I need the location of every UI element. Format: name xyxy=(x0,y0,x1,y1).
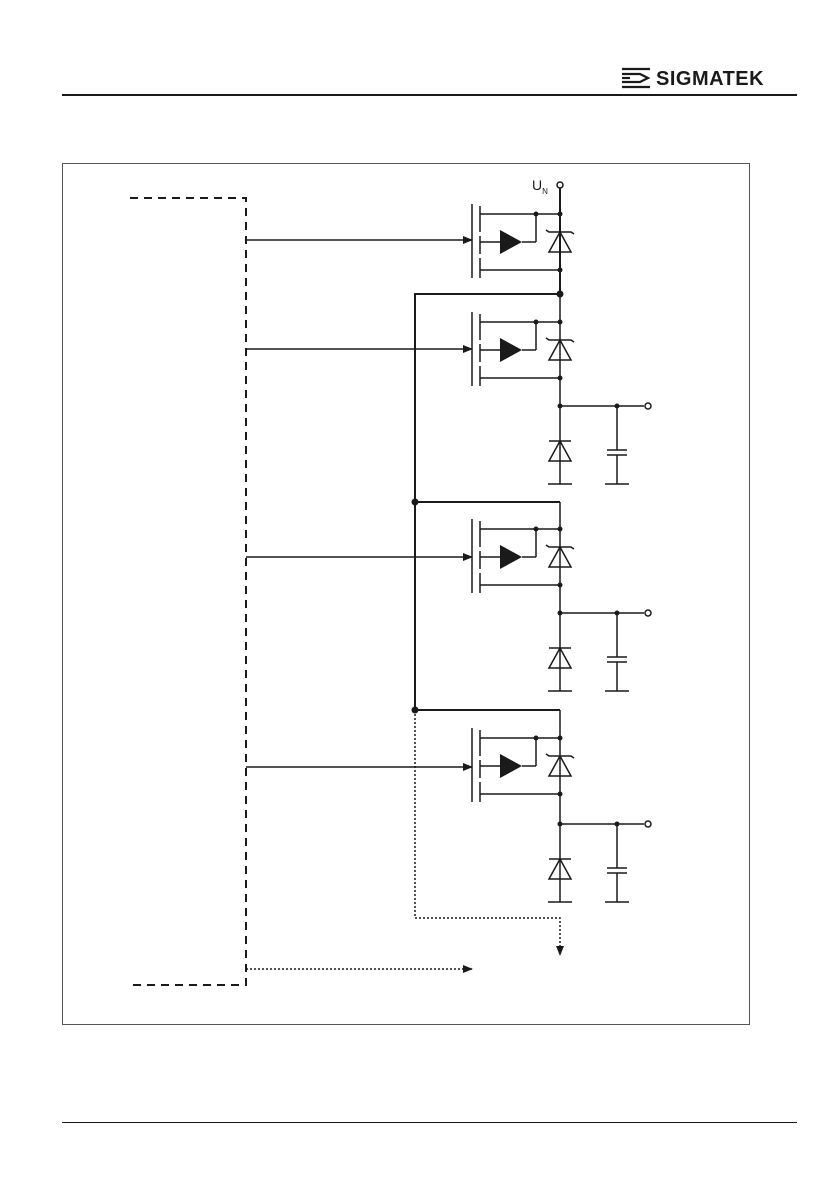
output-terminal-3 xyxy=(645,821,651,827)
output-stage-3 xyxy=(548,796,651,902)
supply-terminal xyxy=(557,182,563,188)
supply-voltage-label: UN xyxy=(532,177,548,196)
output-stage-1 xyxy=(548,378,651,484)
switch-stage-2 xyxy=(472,294,574,386)
switch-stage-1 xyxy=(472,204,574,278)
control-block-outline xyxy=(130,198,246,985)
output-terminal-1 xyxy=(645,403,651,409)
supply-voltage-subscript: N xyxy=(542,187,548,196)
footer-rule xyxy=(62,1122,797,1123)
switch-stage-3 xyxy=(472,502,574,593)
control-signals xyxy=(246,240,472,969)
bus-continuation xyxy=(415,710,564,956)
switch-stage-4 xyxy=(472,710,574,802)
supply-voltage-symbol: U xyxy=(532,177,542,193)
output-stage-2 xyxy=(548,585,651,691)
output-terminal-2 xyxy=(645,610,651,616)
supply-bus xyxy=(413,182,564,713)
